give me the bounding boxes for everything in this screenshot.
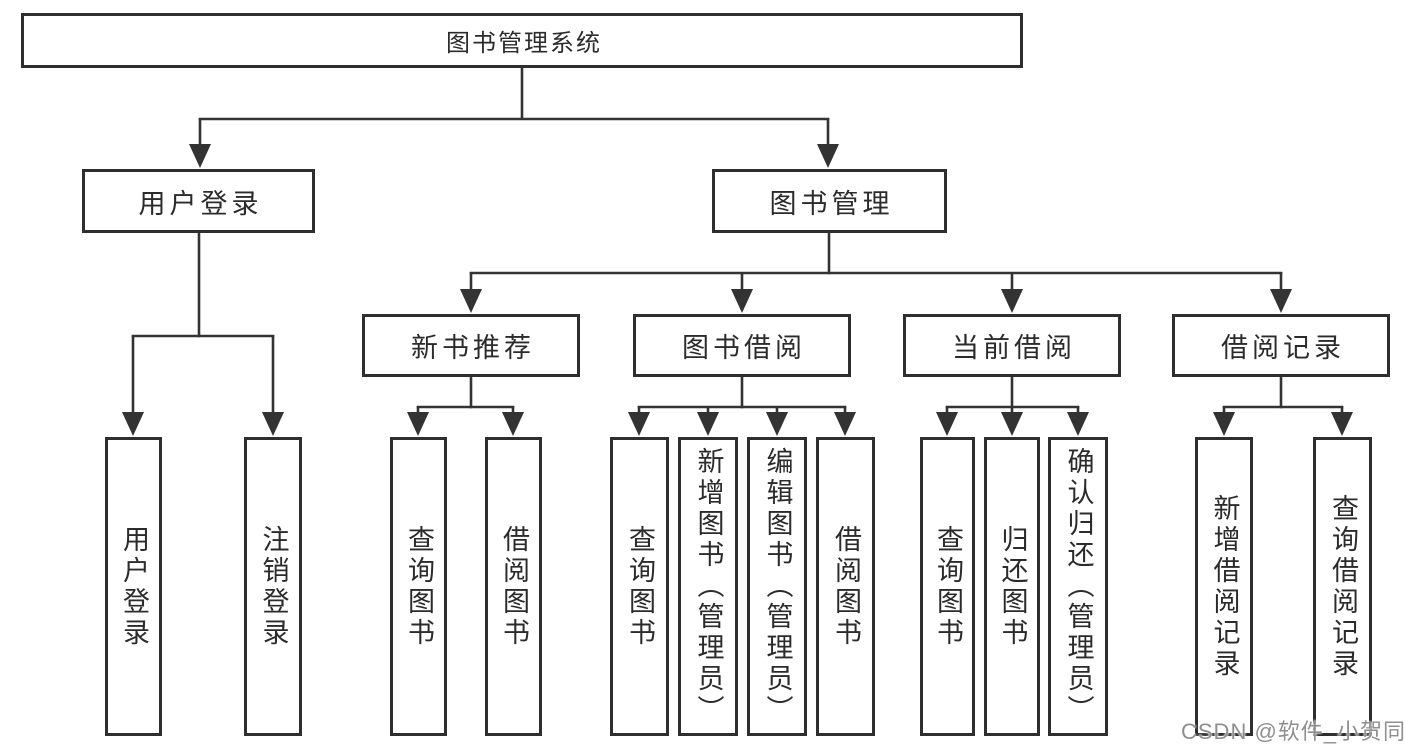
leaf-query-books-recommend: 查询图书 <box>390 437 447 736</box>
leaf-confirm-return-admin: 确认归还（管理员） <box>1048 437 1108 736</box>
leaf-label: 用户登录 <box>119 524 149 649</box>
leaf-query-books-current: 查询图书 <box>920 437 975 736</box>
leaf-label: 新增图书（管理员） <box>693 447 724 726</box>
leaf-borrow-books-recommend: 借阅图书 <box>485 437 542 736</box>
leaf-label: 注销登录 <box>258 524 289 649</box>
leaf-label: 编辑图书（管理员） <box>762 447 793 726</box>
leaf-borrow-books: 借阅图书 <box>816 437 875 736</box>
leaf-query-borrow-record: 查询借阅记录 <box>1313 437 1372 736</box>
leaf-add-books-admin: 新增图书（管理员） <box>678 437 738 736</box>
leaf-label: 借阅图书 <box>499 524 529 649</box>
leaf-label: 查询图书 <box>625 524 655 649</box>
node-user-login: 用户登录 <box>82 169 315 233</box>
leaf-return-books: 归还图书 <box>984 437 1040 736</box>
leaf-label: 新增借阅记录 <box>1209 493 1240 680</box>
leaf-user-login: 用户登录 <box>105 437 162 736</box>
leaf-label: 归还图书 <box>997 524 1028 649</box>
leaf-label: 确认归还（管理员） <box>1063 447 1094 726</box>
node-book-management: 图书管理 <box>712 169 947 233</box>
node-borrow-records: 借阅记录 <box>1172 314 1390 377</box>
leaf-label: 借阅图书 <box>831 524 861 649</box>
leaf-label: 查询图书 <box>404 524 434 649</box>
leaf-label: 查询图书 <box>933 524 963 649</box>
leaf-label: 查询借阅记录 <box>1328 493 1358 680</box>
csdn-watermark: CSDN @软件_小贺同学 <box>1181 719 1405 744</box>
node-new-book-recommend: 新书推荐 <box>362 314 580 377</box>
leaf-add-borrow-record: 新增借阅记录 <box>1195 437 1253 736</box>
node-current-borrow: 当前借阅 <box>903 314 1121 377</box>
node-library-system: 图书管理系统 <box>21 13 1023 68</box>
leaf-query-books-borrow: 查询图书 <box>610 437 669 736</box>
leaf-edit-books-admin: 编辑图书（管理员） <box>747 437 807 736</box>
leaf-logout: 注销登录 <box>244 437 302 736</box>
node-book-borrow: 图书借阅 <box>633 314 851 377</box>
